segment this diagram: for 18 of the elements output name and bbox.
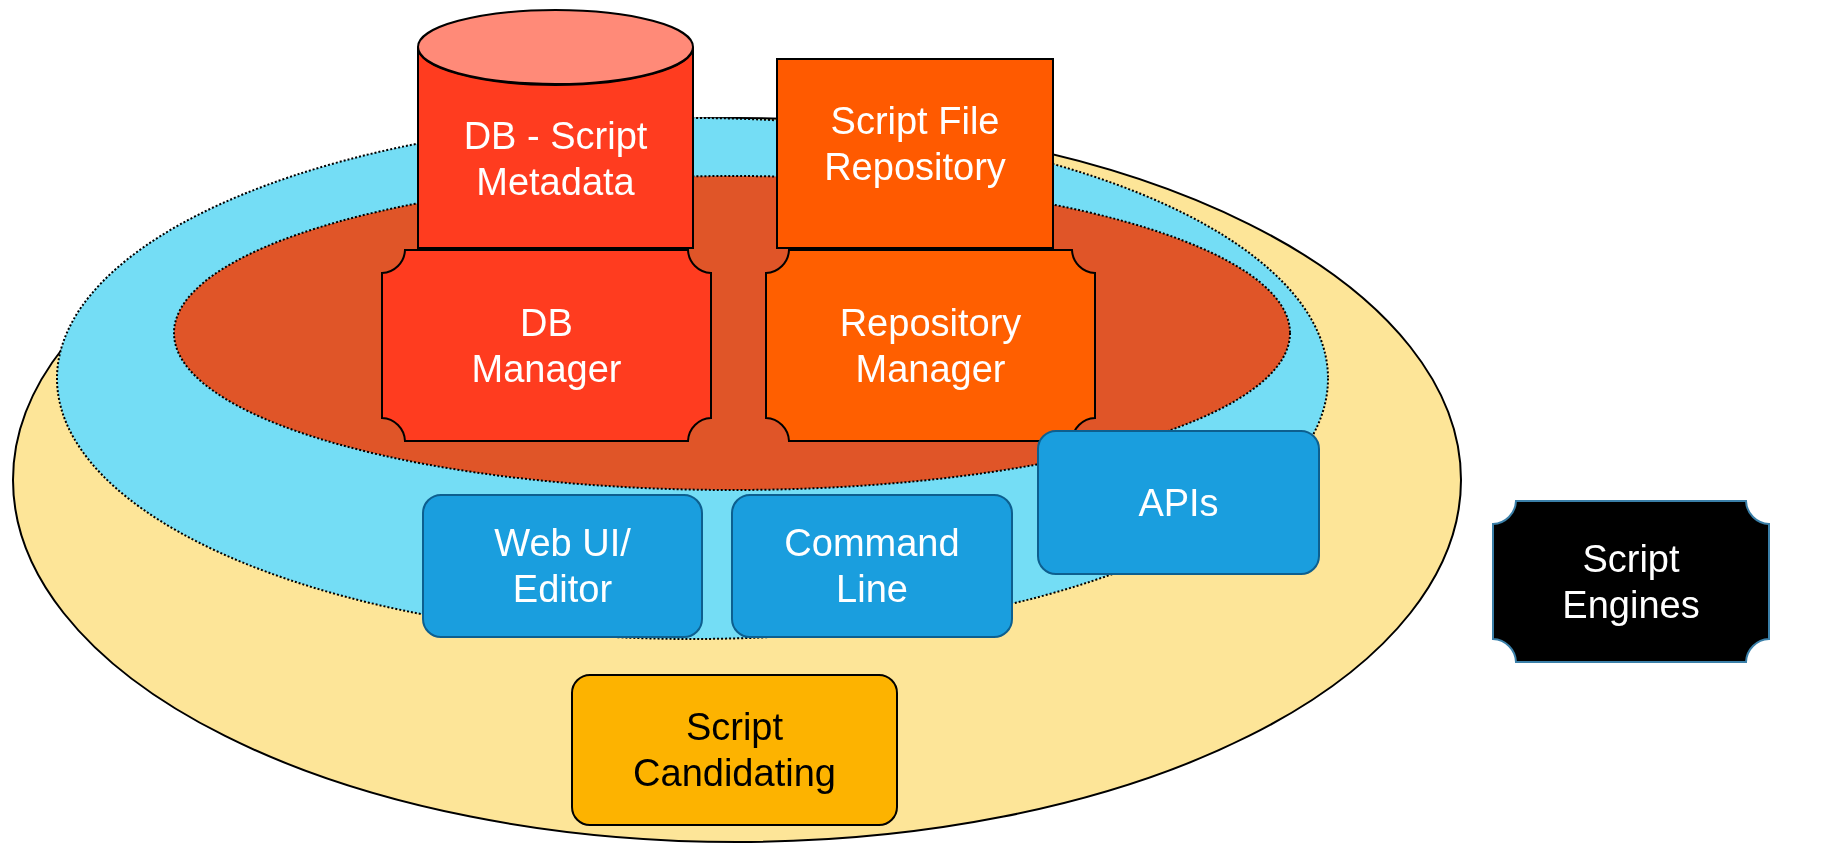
node-label: Command Line	[783, 521, 961, 612]
node-label: APIs	[1138, 480, 1219, 526]
node-label: Repository Manager	[838, 300, 1023, 392]
interface-box	[1037, 430, 1320, 575]
node-label: DB - Script Metadata	[462, 114, 649, 205]
interface-box	[731, 494, 1013, 638]
node-label: Script Candidating	[632, 705, 837, 796]
node-label: DB Manager	[470, 300, 623, 392]
manager-plaque	[381, 249, 712, 442]
node-label: Script File Repository	[823, 98, 1007, 190]
node-label: Web UI/ Editor	[493, 521, 632, 612]
database-cylinder	[417, 9, 694, 249]
interface-box	[422, 494, 703, 638]
repository-box	[776, 58, 1054, 249]
engine-plaque	[1492, 500, 1770, 663]
process-box	[571, 674, 898, 826]
node-label: Script Engines	[1561, 536, 1701, 628]
manager-plaque	[765, 249, 1096, 442]
